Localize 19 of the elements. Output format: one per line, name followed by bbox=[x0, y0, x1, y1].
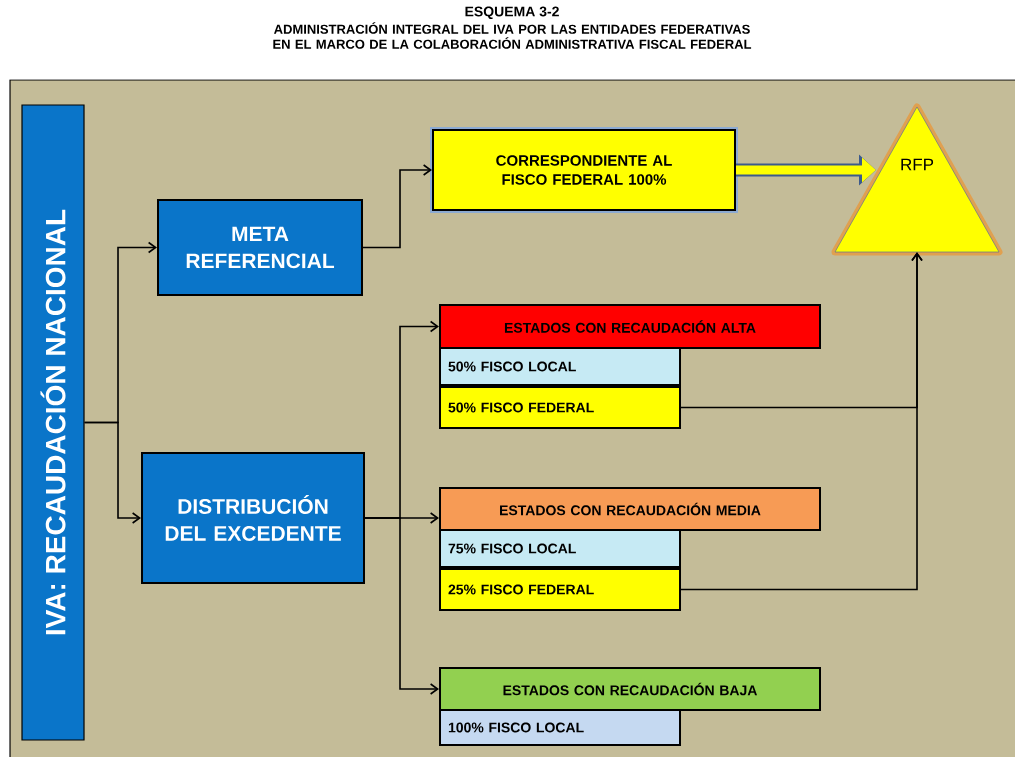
diagram-title: ESQUEMA 3-2 bbox=[465, 6, 559, 20]
subtitle: ADMINISTRACIÓN INTEGRAL DEL IVA POR LAS ENTIDADES FEDERATIVAS EN EL MARCO DE LA COLABORACIÓN ADMINISTRATIVA FISCAL FEDERAL bbox=[273, 22, 752, 49]
triangle: RFP bbox=[831, 103, 1003, 256]
header-bar: ESTADOS CON RECAUDACIÓN MEDIA bbox=[439, 487, 821, 531]
vertical-title-bar: IVA: RECAUDACIÓN NACIONAL bbox=[21, 104, 85, 741]
arrow bbox=[83, 421, 141, 524]
share-box: 75% FISCO LOCAL bbox=[439, 529, 681, 568]
arrow bbox=[364, 517, 439, 695]
header-bar: ESTADOS CON RECAUDACIÓN BAJA bbox=[439, 667, 821, 711]
process-box: DISTRIBUCIÓN DEL EXCEDENTE bbox=[141, 452, 365, 584]
process-box: META REFERENCIAL bbox=[157, 199, 363, 296]
header-bar: ESTADOS CON RECAUDACIÓN ALTA bbox=[439, 304, 821, 349]
share-box: 50% FISCO FEDERAL bbox=[439, 386, 681, 429]
share-box: 25% FISCO FEDERAL bbox=[439, 568, 681, 611]
share-box: 50% FISCO LOCAL bbox=[439, 347, 681, 386]
arrow bbox=[680, 252, 923, 591]
result-box: CORRESPONDIENTE AL FISCO FEDERAL 100% bbox=[430, 127, 738, 213]
share-box: 100% FISCO LOCAL bbox=[439, 709, 681, 746]
arrow bbox=[362, 164, 432, 249]
